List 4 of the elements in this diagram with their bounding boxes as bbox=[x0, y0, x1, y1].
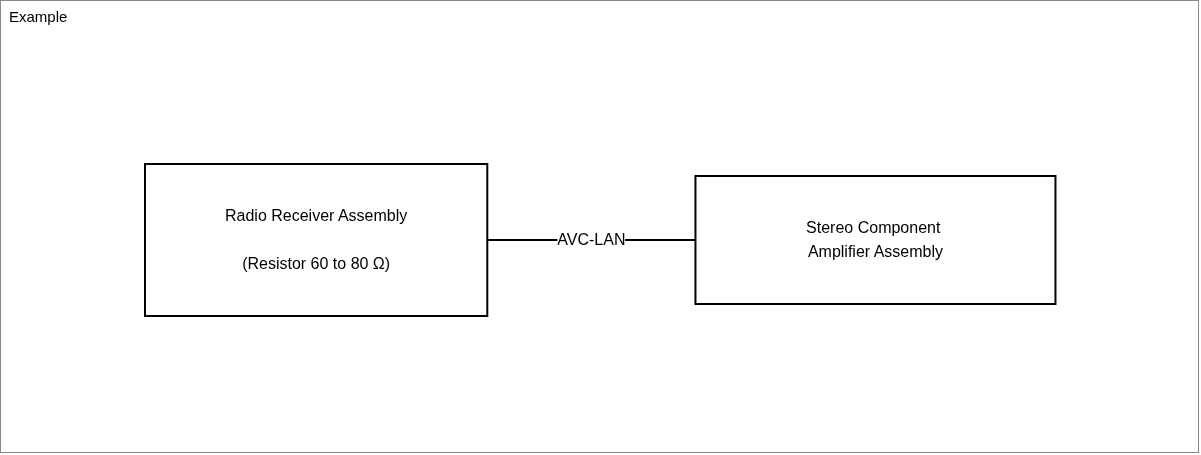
edge-label: AVC-LAN bbox=[557, 231, 626, 248]
node-box: Stereo Component Amplifier Assembly bbox=[694, 175, 1057, 305]
diagram-title: Example bbox=[9, 8, 68, 25]
node-box: Radio Receiver Assembly (Resistor 60 to 80 Ω) bbox=[143, 163, 489, 317]
